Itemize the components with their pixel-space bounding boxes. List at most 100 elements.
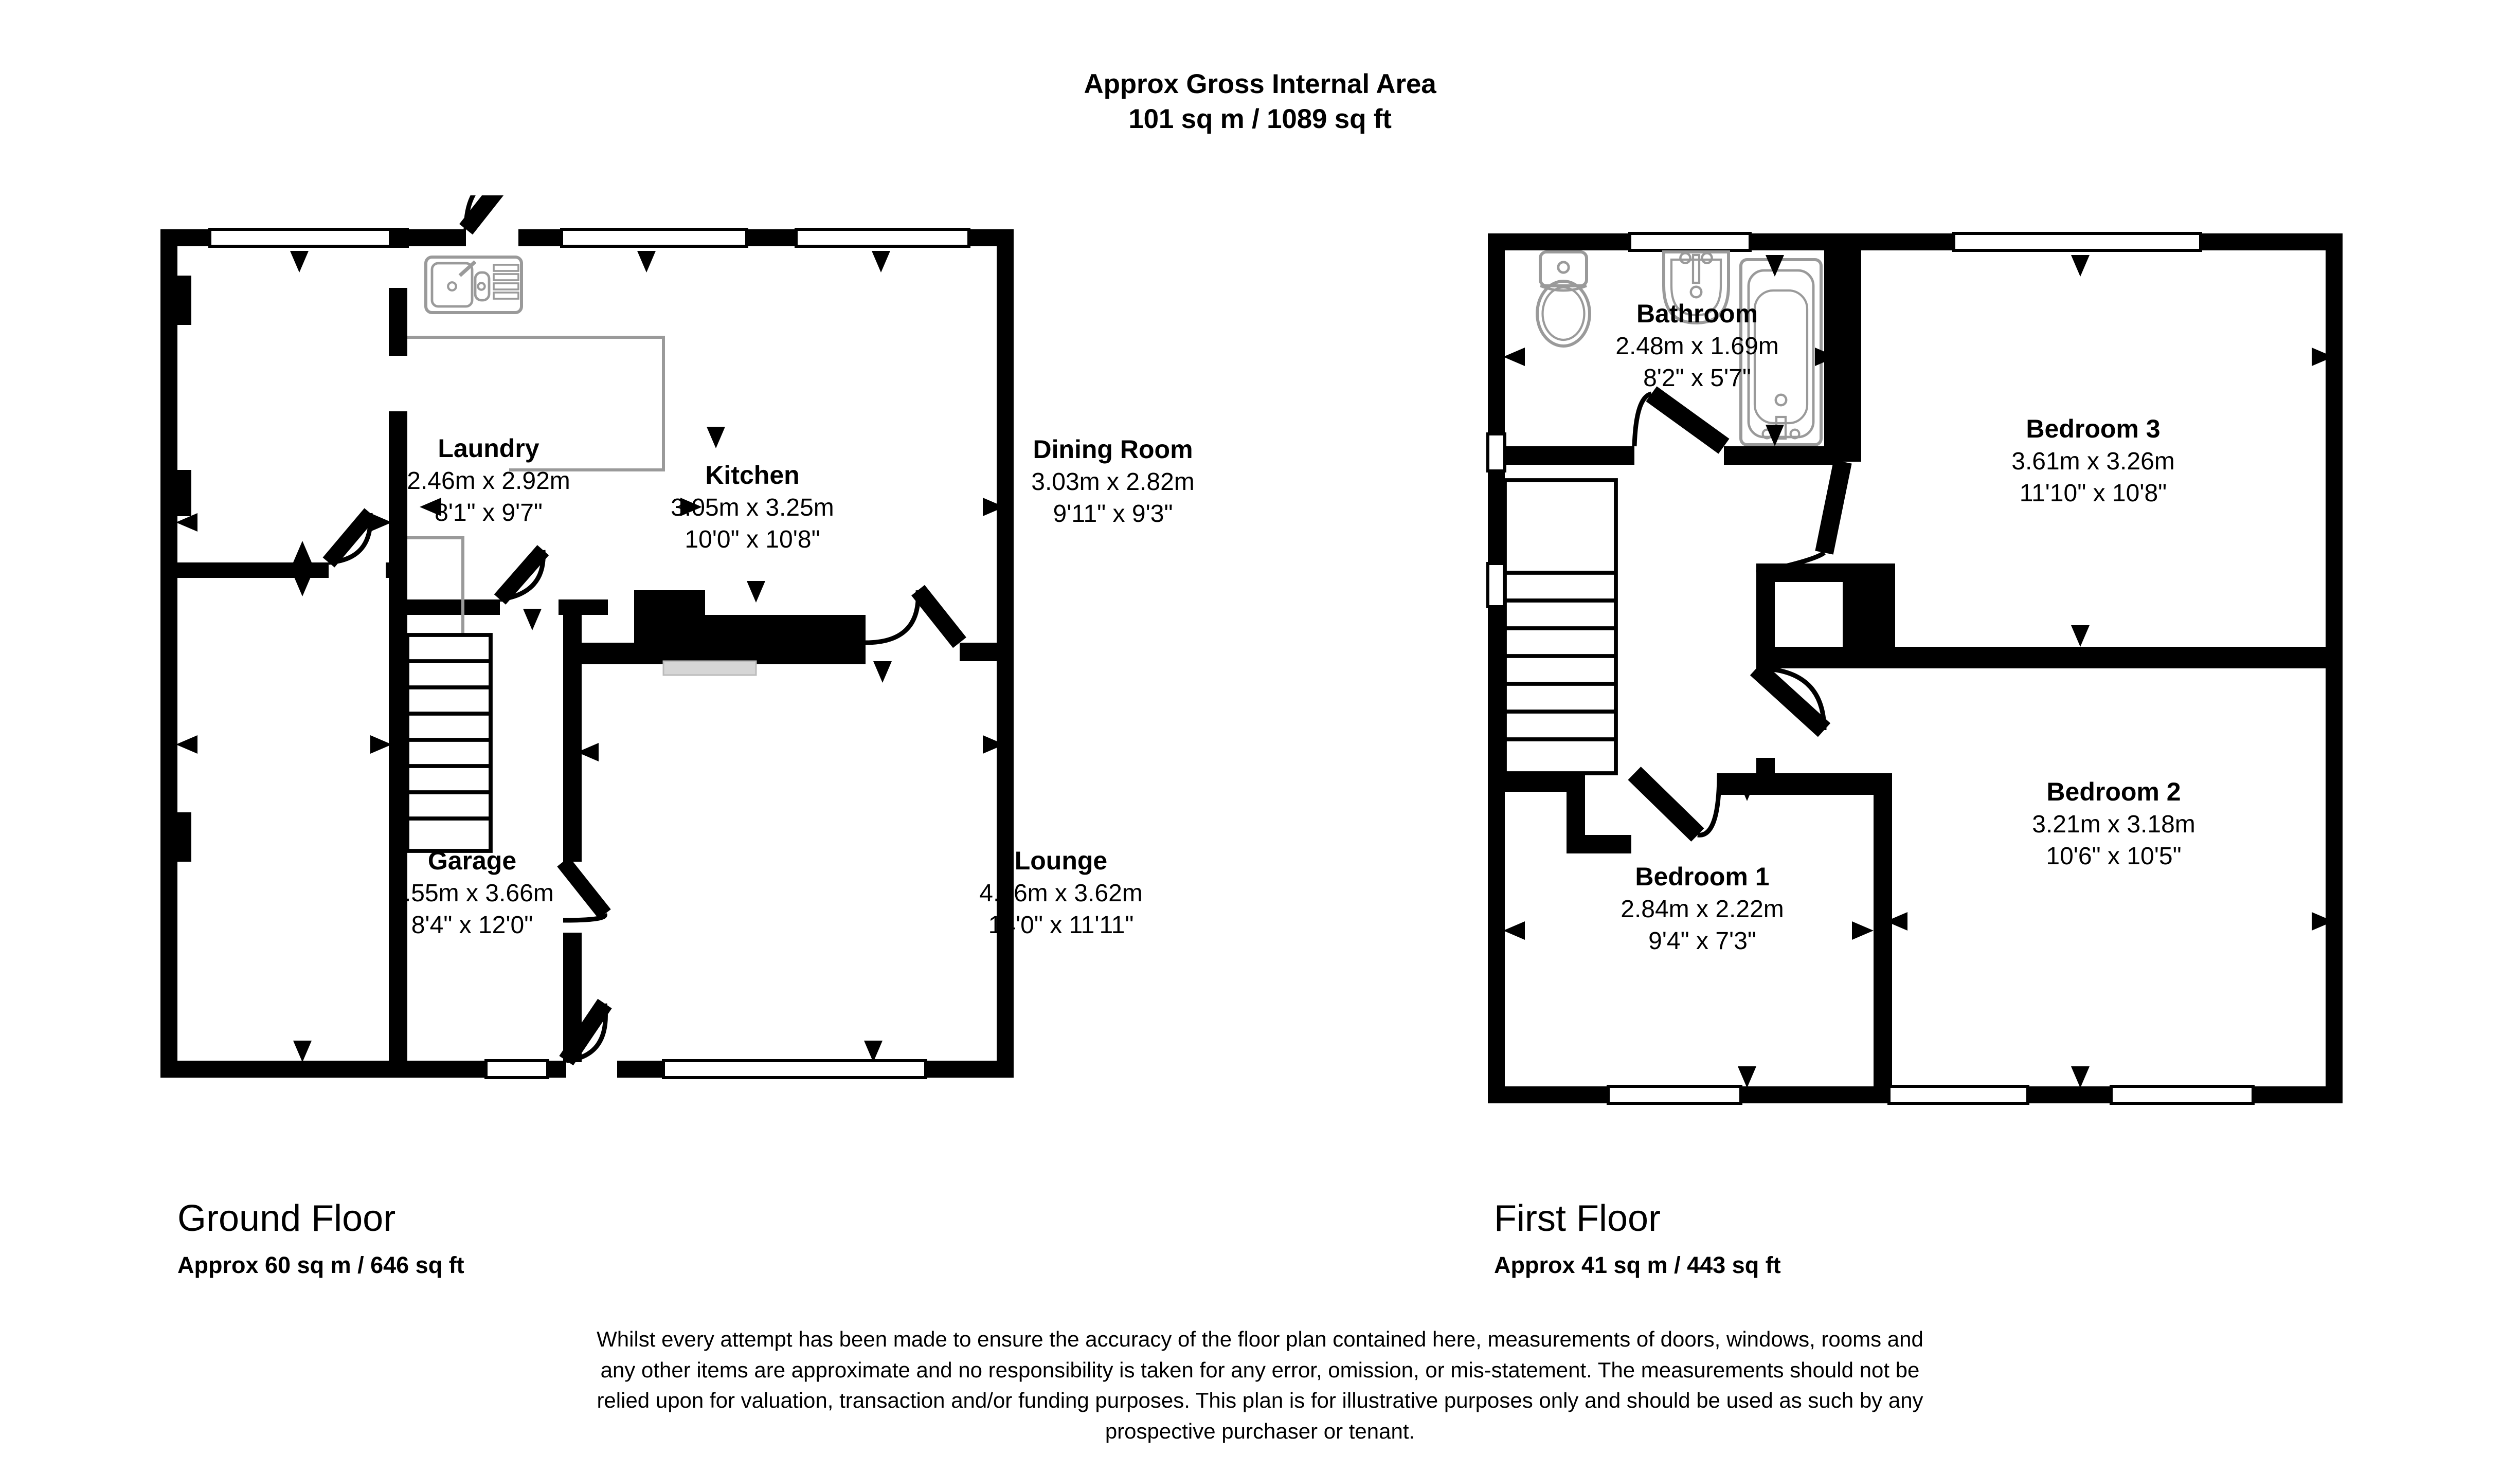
arrow-left-bathroom <box>1503 348 1525 366</box>
room-name-garage: Garage <box>427 846 517 875</box>
room-name-bathroom: Bathroom <box>1636 299 1758 328</box>
window-lounge-bottom <box>662 1059 927 1079</box>
first-floor-area: Approx 41 sq m / 443 sq ft <box>1494 1251 1781 1278</box>
toilet-icon <box>1536 250 1591 348</box>
arrow-left-garage <box>176 735 197 754</box>
arrow-right-bedroom1 <box>1852 921 1874 940</box>
disclaimer-line-3: relied upon for valuation, transaction a… <box>597 1388 1923 1413</box>
window-left-landing <box>1486 562 1506 608</box>
room-imperial-bedroom1: 9'4" x 7'3" <box>1648 928 1756 955</box>
disclaimer-line-4: prospective purchaser or tenant. <box>1105 1419 1415 1443</box>
ground-floor-caption: Ground Floor Approx 60 sq m / 646 sq ft <box>177 1198 464 1279</box>
wall-nib-left-b <box>177 470 191 516</box>
room-imperial-dining: 9'11" x 9'3" <box>1053 500 1173 528</box>
arrow-up-bedroom2-top <box>2071 647 2090 668</box>
arrow-down-laundry-window <box>290 251 309 272</box>
wall-top-b <box>407 229 466 246</box>
wall-hall-left-mid <box>389 411 407 566</box>
wall-hall-top <box>389 229 407 246</box>
wall-bathroom-bottom-b <box>1724 446 1843 465</box>
arrow-down-bedroom1-door <box>1738 779 1756 801</box>
door-arc-hall-lounge <box>563 913 607 923</box>
window-kitchen-top <box>560 228 748 248</box>
wall-landing-right-a <box>1756 582 1775 656</box>
window-bedroom2-bottom-b <box>2110 1085 2255 1105</box>
kitchen-units-outline-b <box>407 536 464 658</box>
arrow-down-garage-bottom <box>293 1041 312 1062</box>
arrow-right-garage <box>370 735 392 754</box>
wall-hall-lounge <box>563 599 582 862</box>
window-bedroom1-bottom <box>1607 1085 1742 1105</box>
arrow-left-laundry <box>176 513 197 532</box>
arrow-right-lounge <box>983 735 1004 754</box>
room-name-kitchen: Kitchen <box>705 461 800 489</box>
room-label-dining: Dining Room 3.03m x 2.82m 9'11" x 9'3" <box>1031 433 1194 531</box>
arrow-left-bedroom1 <box>1503 921 1525 940</box>
direction-arrows <box>1503 255 2333 1088</box>
first-floor-caption: First Floor Approx 41 sq m / 443 sq ft <box>1494 1198 1781 1279</box>
wall-left-lower <box>160 720 177 1078</box>
wall-top-c <box>518 229 562 246</box>
arrow-down-bedroom2-window <box>2071 1066 2090 1088</box>
window-dining-top <box>795 228 970 248</box>
staircase-first <box>1503 478 1618 775</box>
wall-dining-lounge <box>705 615 866 643</box>
wall-nib-left-c <box>177 812 191 862</box>
first-floor-title: First Floor <box>1494 1198 1661 1239</box>
door-leaf-hall-lounge <box>557 857 611 919</box>
room-metric-kitchen: 3.05m x 3.25m <box>671 494 834 521</box>
wall-hall-left <box>389 562 407 1078</box>
wall-nib-left-a <box>177 276 191 325</box>
door-leaf-dining-lounge <box>911 585 966 648</box>
room-imperial-laundry: 8'1" x 9'7" <box>435 499 543 527</box>
disclaimer-line-1: Whilst every attempt has been made to en… <box>597 1327 1923 1351</box>
first-floor-svg <box>1486 232 2343 1105</box>
door-leaf-bedroom1 <box>1628 767 1704 842</box>
ground-floor-area: Approx 60 sq m / 646 sq ft <box>177 1251 464 1278</box>
wall-bottom-a <box>177 1061 205 1078</box>
disclaimer-line-2: any other items are approximate and no r… <box>600 1357 1920 1382</box>
wall-bottom-c <box>548 1061 566 1078</box>
door-leaf-hall-kitchen <box>494 545 549 605</box>
wall-top-c <box>2201 233 2343 250</box>
arrow-left-bedroom3 <box>1830 348 1852 366</box>
wall-bedroom1-top-left <box>1505 773 1576 792</box>
door-arc-bedroom1 <box>1697 773 1722 838</box>
room-label-garage: Garage 2.55m x 3.66m 8'4" x 12'0" <box>390 844 553 942</box>
arrow-down-bedroom3-window <box>2071 255 2090 277</box>
wall-bottom-d <box>617 1061 663 1078</box>
room-name-laundry: Laundry <box>438 434 539 463</box>
window-hall-bottom <box>484 1059 549 1079</box>
wall-left-c <box>1488 607 1505 1103</box>
window-laundry-top <box>208 228 409 248</box>
door-arc-laundry-top <box>463 195 476 230</box>
window-left-bathroom <box>1486 432 1506 472</box>
arrow-left-kitchen <box>420 498 441 516</box>
door-leaf-laundry-garage <box>322 508 376 568</box>
wall-hall-kitchen <box>407 599 500 615</box>
room-metric-bedroom2: 3.21m x 3.18m <box>2032 811 2195 838</box>
window-bedroom3-top <box>1952 232 2202 252</box>
room-metric-lounge: 4.26m x 3.62m <box>979 880 1143 907</box>
door-leaf-laundry-top <box>459 195 504 235</box>
header-title: Approx Gross Internal Area <box>1084 69 1436 99</box>
ground-floor-plan: Laundry 2.46m x 2.92m 8'1" x 9'7" Kitche… <box>154 195 1389 1152</box>
first-floor-plan: Bathroom 2.48m x 1.69m 8'2" x 5'7" Bedro… <box>1481 221 2355 1147</box>
arrow-down-kitchen-unit <box>707 427 725 448</box>
room-imperial-bathroom: 8'2" x 5'7" <box>1643 365 1751 392</box>
arrow-down-bathtub <box>1766 425 1784 446</box>
wall-bathroom-bottom-a <box>1505 446 1634 465</box>
room-name-lounge: Lounge <box>1014 846 1108 875</box>
wall-bottom-b <box>440 1061 486 1078</box>
room-name-bedroom1: Bedroom 1 <box>1635 862 1770 891</box>
room-metric-dining: 3.03m x 2.82m <box>1031 468 1195 496</box>
ground-floor-title: Ground Floor <box>177 1198 396 1239</box>
arrow-left-bedroom2 <box>1886 912 1907 931</box>
wall-bottom-e <box>926 1061 1014 1078</box>
wall-left-upper <box>160 229 177 720</box>
wall-landing-block <box>1843 563 1895 656</box>
wall-landing-angled <box>1750 661 1831 737</box>
kitchen-units-outline <box>407 336 665 471</box>
room-metric-bedroom1: 2.84m x 2.22m <box>1621 896 1784 923</box>
wall-top-d <box>747 229 796 246</box>
